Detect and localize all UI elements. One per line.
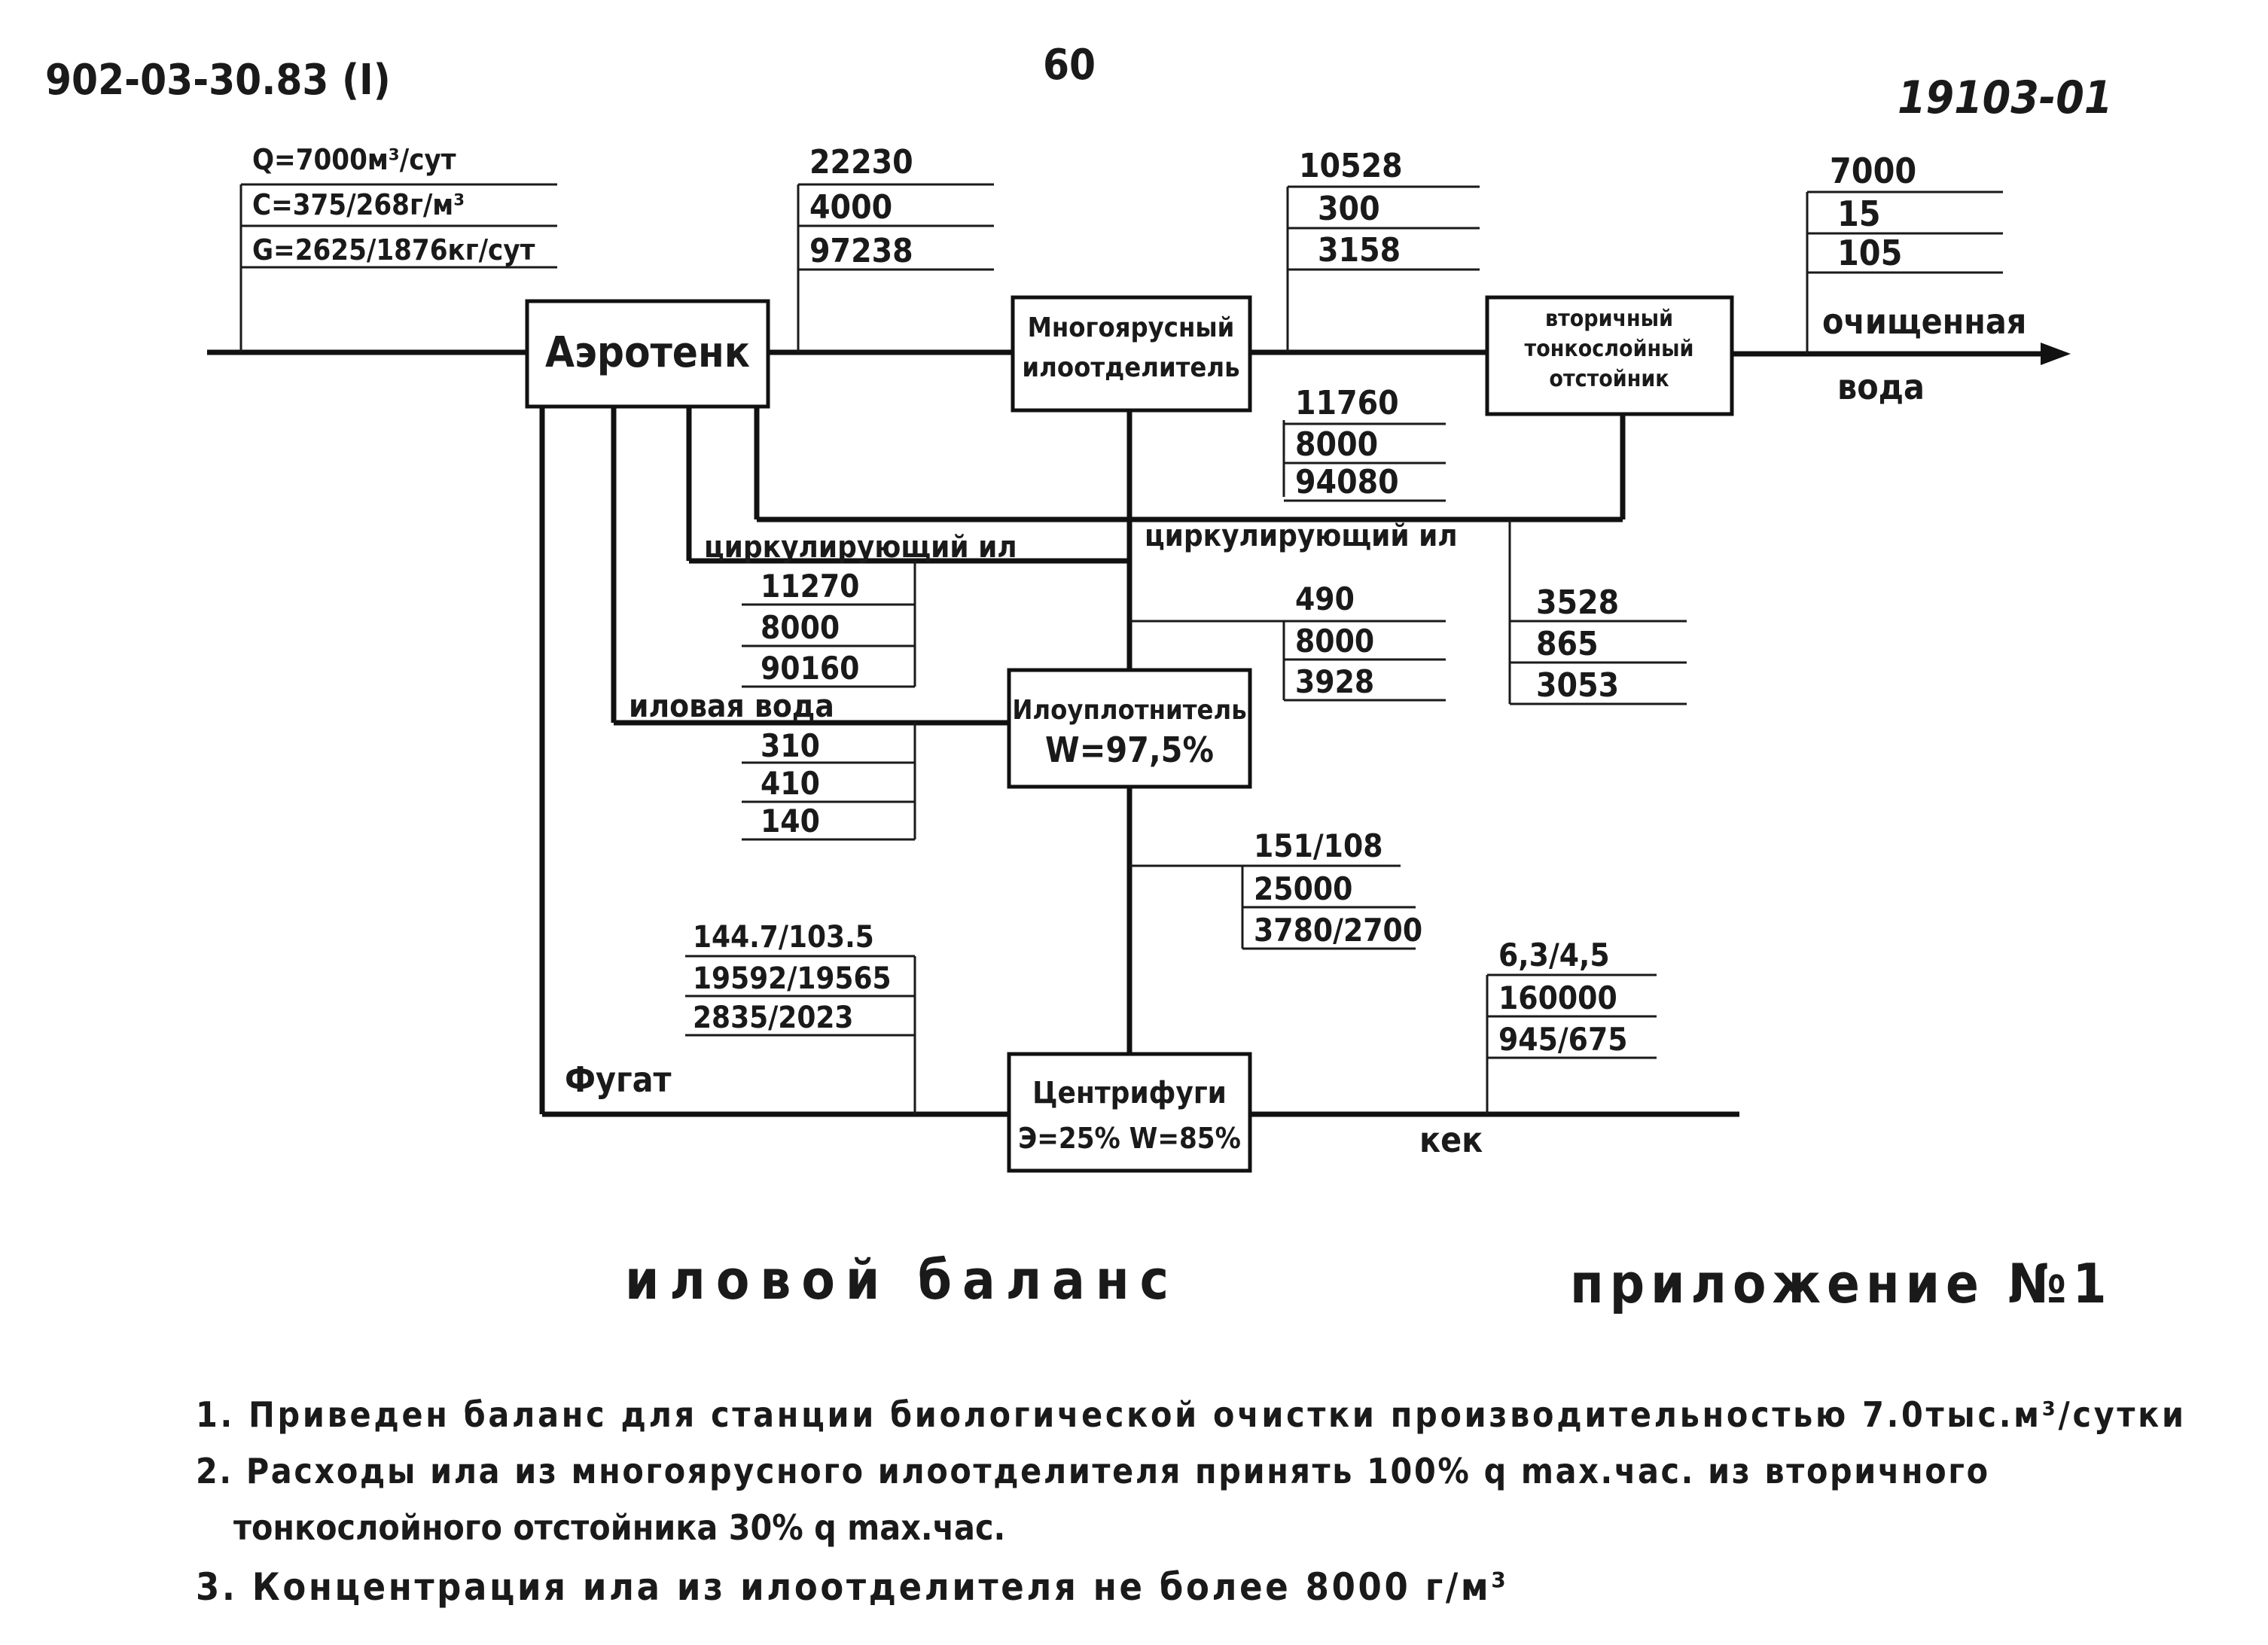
secondary-label-line2: тонкослойный (1525, 336, 1694, 362)
sludge-water-table: 310 410 140 (742, 723, 916, 841)
sludge-water-v2: 410 (761, 765, 820, 802)
thickener-out-v3: 3780/2700 (1254, 912, 1422, 949)
aerotank-box: Аэротенк (525, 299, 770, 409)
sludge-water-label: иловая вода (629, 687, 834, 724)
secondary-label-line1: вторичный (1545, 306, 1673, 332)
recirc-left-v3: 90160 (761, 650, 859, 687)
note-3: 3. Концентрация ила из илоотделителя не … (196, 1565, 1506, 1609)
secondary-sludge-table: 3528 865 3053 (1508, 519, 1687, 705)
thickener-label-line2: W=97,5% (1045, 730, 1214, 770)
to-thickener-v2: 8000 (1295, 623, 1374, 660)
cake-table: 6,3/4,5 160000 945/675 (1486, 937, 1657, 1114)
thickener-out-v1: 151/108 (1254, 827, 1383, 864)
inlet-parameters: Q=7000м³/сут C=375/268г/м³ G=2625/1876кг… (239, 143, 557, 352)
recirc-label-right: циркулирующий ил (1145, 519, 1458, 553)
aerotank-out-v1: 22230 (809, 143, 913, 181)
fugate-v2: 19592/19565 (693, 961, 892, 996)
recirc-label-left: циркулирующий ил (704, 530, 1017, 565)
sludge-water-v1: 310 (761, 727, 820, 764)
inlet-g: G=2625/1876кг/сут (252, 233, 535, 267)
cake-label: кек (1419, 1120, 1483, 1160)
to-thickener-table: 490 8000 3928 (1129, 580, 1446, 702)
secondary-sludge-v2: 865 (1536, 625, 1599, 663)
note-1: 1. Приведен баланс для станции биологиче… (196, 1394, 2184, 1435)
to-thickener-v3: 3928 (1295, 663, 1374, 700)
note-2-line1: 2. Расходы ила из многоярусного илоотдел… (196, 1451, 1988, 1491)
thickener-out-table: 151/108 25000 3780/2700 (1129, 827, 1422, 950)
outlet-v2: 15 (1837, 193, 1881, 234)
centrifuge-label-line1: Центрифуги (1032, 1076, 1227, 1110)
multitier-out-v2: 300 (1318, 190, 1380, 228)
multitier-sludge-v1: 11760 (1295, 384, 1399, 422)
outlet-table: 7000 15 105 очищенная вода (1806, 151, 2026, 407)
aerotank-label: Аэротенк (545, 328, 750, 377)
aerotank-out-table: 22230 4000 97238 (797, 143, 994, 352)
multitier-out-v1: 10528 (1299, 147, 1403, 185)
multitier-sludge-v2: 8000 (1295, 425, 1378, 464)
centrifuge-box: Центрифуги Э=25% W=85% (1007, 1052, 1252, 1173)
thickener-out-v2: 25000 (1254, 870, 1352, 907)
purified-water-line2: вода (1837, 367, 1925, 407)
outlet-v1: 7000 (1830, 151, 1916, 191)
cake-v3: 945/675 (1498, 1021, 1628, 1058)
inlet-c: C=375/268г/м³ (252, 188, 465, 221)
aerotank-out-v2: 4000 (809, 188, 892, 227)
to-thickener-v1: 490 (1295, 580, 1355, 617)
multitier-label-line1: Многоярусный (1028, 312, 1235, 343)
outlet-v3: 105 (1837, 233, 1902, 273)
recirc-left-v2: 8000 (761, 609, 840, 646)
multitier-sludge-table: 11760 8000 94080 (1282, 384, 1446, 502)
cake-v1: 6,3/4,5 (1498, 937, 1610, 973)
multitier-out-v3: 3158 (1318, 231, 1401, 270)
fugate-v1: 144.7/103.5 (693, 920, 874, 955)
multitier-label-line2: илоотделитель (1022, 352, 1239, 383)
fugate-v3: 2835/2023 (693, 1001, 853, 1035)
note-2-line2: тонкослойного отстойника 30% q max.час. (233, 1507, 1005, 1548)
document-code: 902-03-30.83 (I) (45, 56, 391, 105)
aerotank-out-v3: 97238 (809, 232, 913, 270)
sludge-water-v3: 140 (761, 803, 820, 839)
purified-water-line1: очищенная (1822, 301, 2026, 342)
secondary-settler-box: вторичный тонкослойный отстойник (1485, 295, 1734, 416)
centrifuge-label-line2: Э=25% W=85% (1018, 1122, 1241, 1155)
cake-v2: 160000 (1498, 979, 1617, 1016)
recirc-left-table: 11270 8000 90160 (742, 561, 916, 688)
diagram-title: иловой баланс (625, 1248, 1179, 1311)
secondary-sludge-v1: 3528 (1536, 583, 1619, 622)
outlet-arrow-icon (2041, 343, 2071, 365)
main-flow-lines (207, 343, 2071, 1117)
multitier-sludge-v3: 94080 (1295, 463, 1399, 501)
sludge-thickener-box: Илоуплотнитель W=97,5% (1007, 668, 1252, 789)
multitier-sludge-separator-box: Многоярусный илоотделитель (1011, 295, 1252, 413)
inlet-q: Q=7000м³/сут (252, 143, 456, 176)
secondary-sludge-v3: 3053 (1536, 666, 1619, 705)
fugate-label: Фугат (565, 1059, 672, 1100)
fugate-table: 144.7/103.5 19592/19565 2835/2023 (685, 920, 916, 1114)
thickener-label-line1: Илоуплотнитель (1012, 695, 1246, 726)
appendix-label: приложение №1 (1570, 1252, 2113, 1315)
sheet-number: 19103-01 (1898, 72, 2112, 124)
secondary-label-line3: отстойник (1549, 366, 1669, 392)
recirc-left-v1: 11270 (761, 568, 859, 605)
page-number: 60 (1043, 41, 1096, 90)
multitier-out-table: 10528 300 3158 (1286, 147, 1480, 352)
